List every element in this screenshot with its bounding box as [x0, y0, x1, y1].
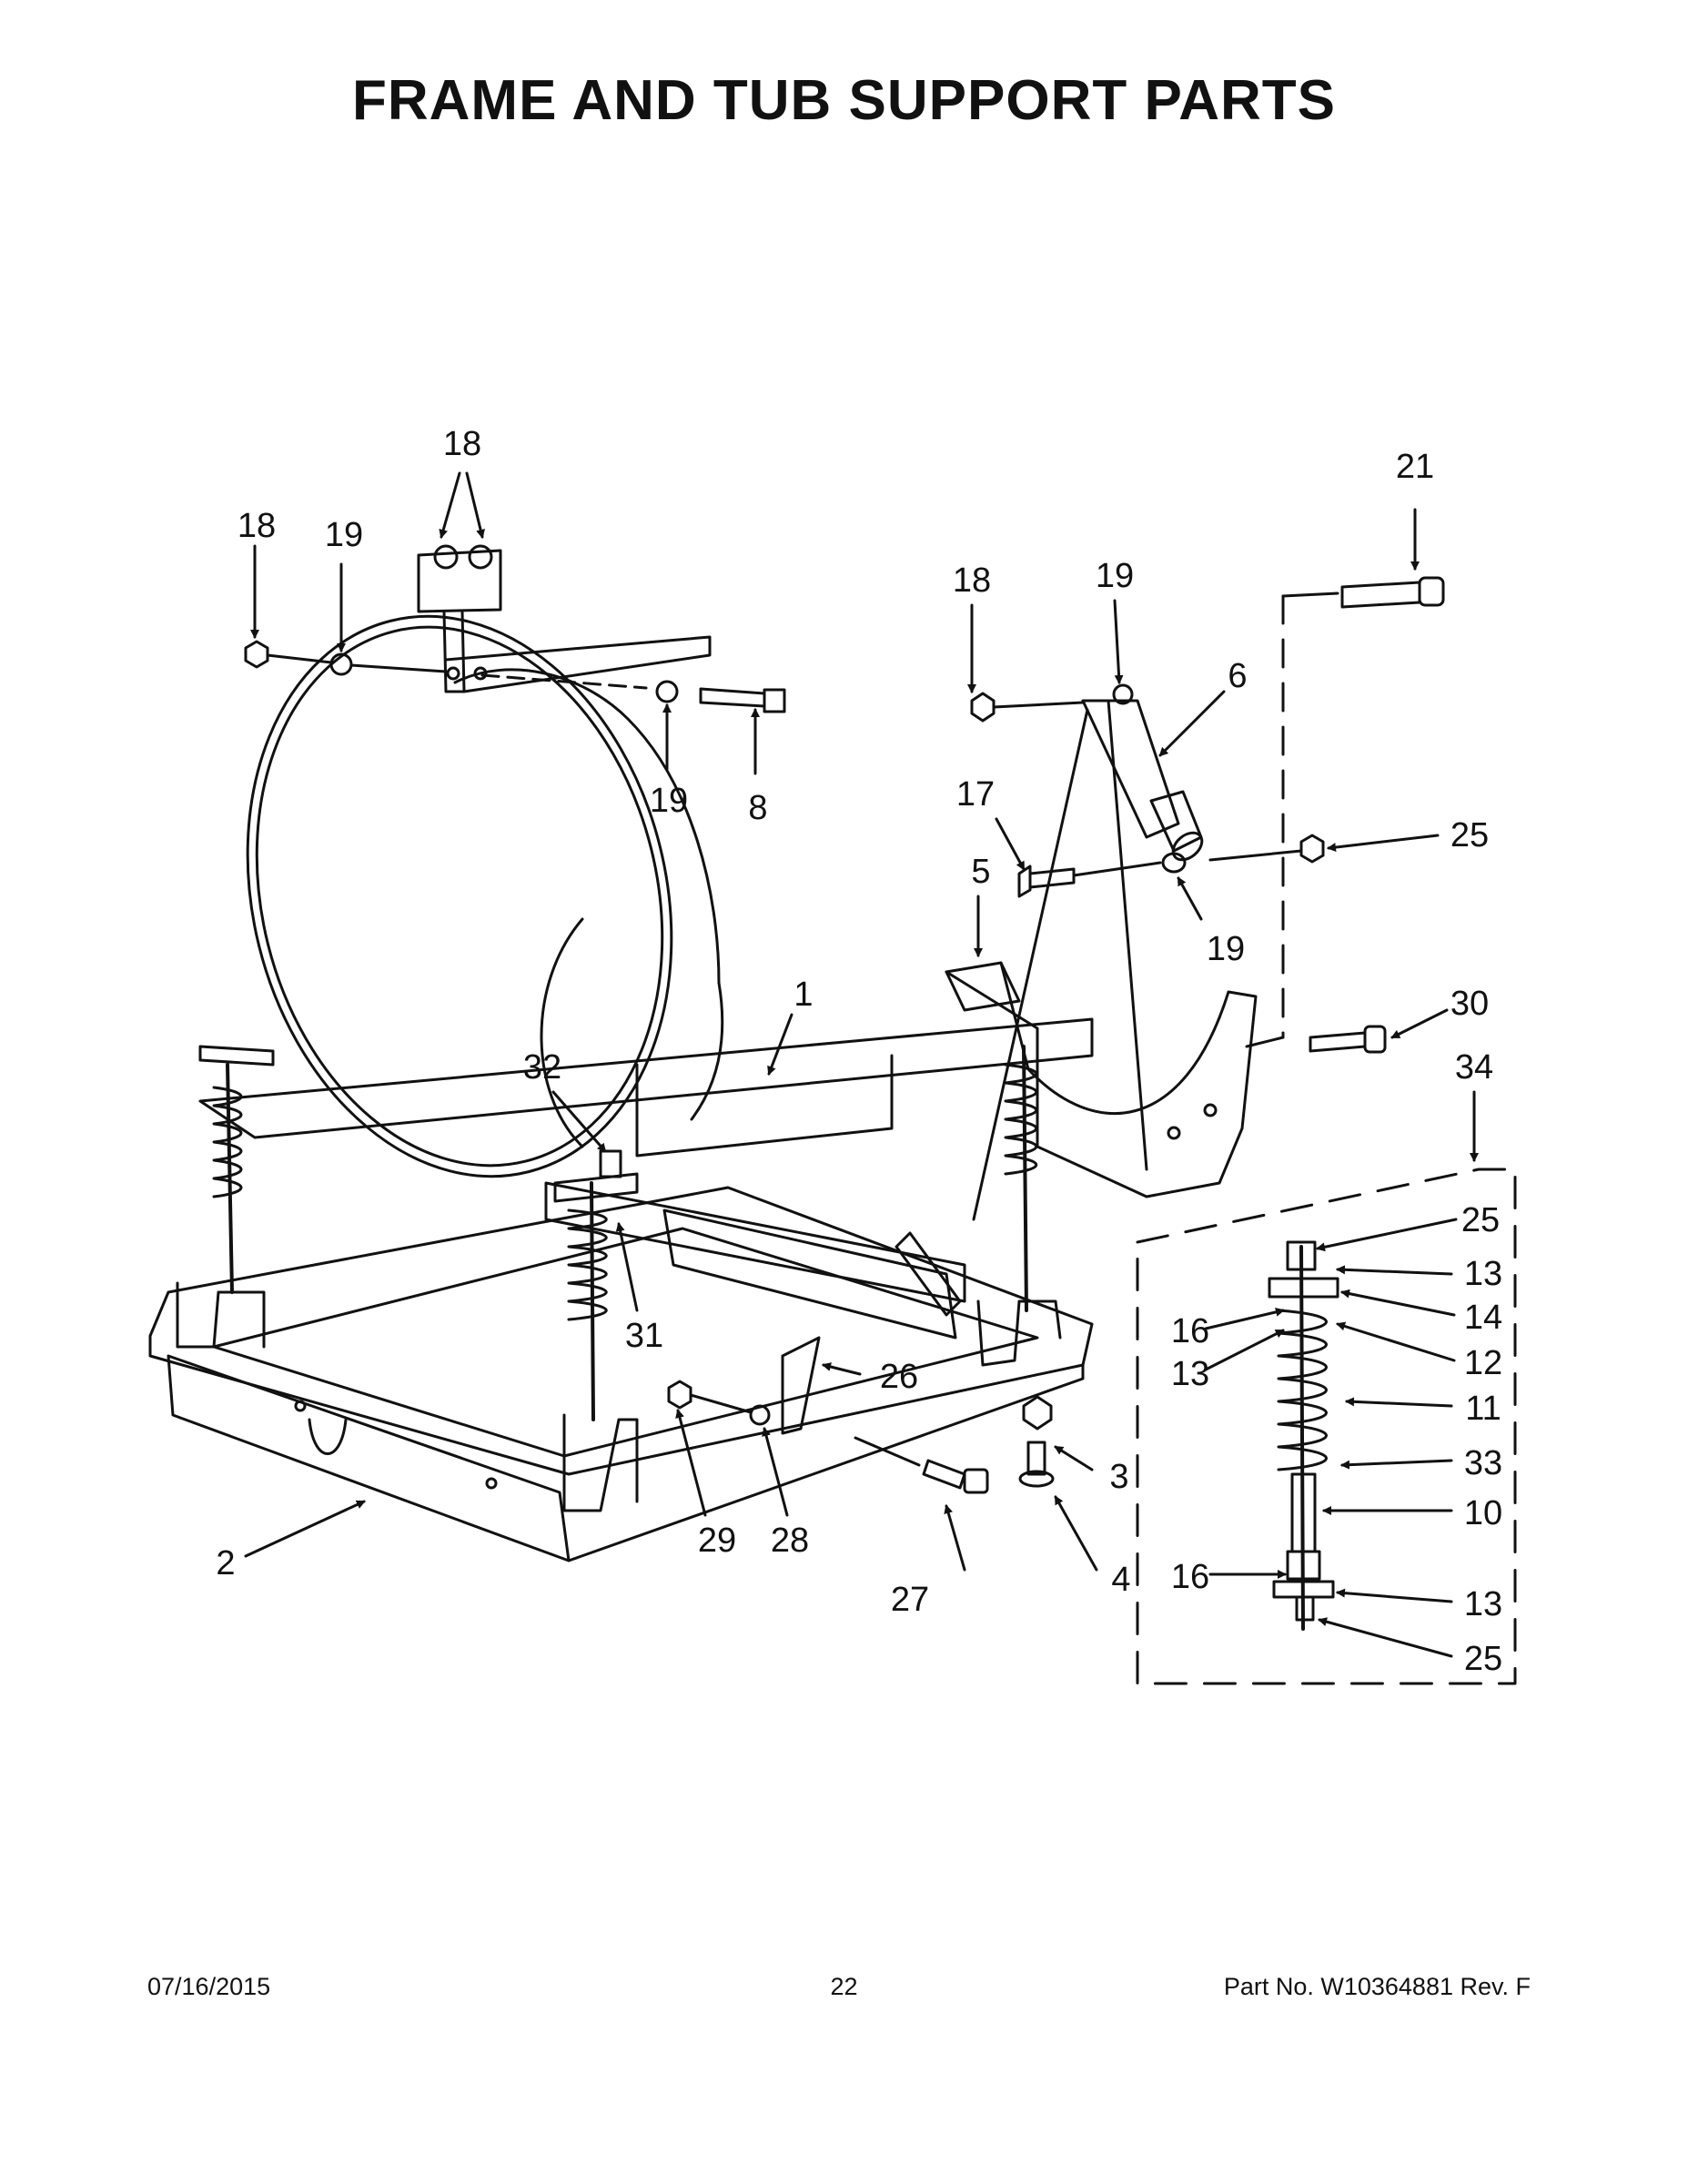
callout-26: 26 — [880, 1358, 918, 1396]
callout-1: 1 — [793, 976, 813, 1014]
callout-16: 16 — [1171, 1312, 1209, 1350]
footer-part-number: Part No. W10364881 Rev. F — [1223, 1973, 1531, 2000]
callout-25: 25 — [1464, 1640, 1502, 1678]
leader-arrows — [244, 471, 1479, 1658]
base-frame — [148, 1186, 1094, 1562]
page-title: FRAME AND TUB SUPPORT PARTS — [352, 69, 1336, 132]
callout-16: 16 — [1171, 1558, 1209, 1596]
callout-32: 32 — [523, 1048, 561, 1087]
callout-13: 13 — [1464, 1585, 1502, 1623]
callout-5: 5 — [971, 853, 990, 891]
callout-18: 18 — [238, 507, 276, 545]
callout-17: 17 — [956, 775, 995, 814]
shock-absorber — [895, 699, 1204, 1317]
callout-21: 21 — [1396, 448, 1434, 486]
front-support-bracket — [945, 961, 1258, 1198]
callout-34: 34 — [1455, 1048, 1493, 1087]
callout-3: 3 — [1109, 1458, 1128, 1496]
callout-8: 8 — [748, 789, 767, 827]
callout-25: 25 — [1450, 816, 1489, 854]
callout-4: 4 — [1111, 1561, 1130, 1599]
callout-31: 31 — [625, 1317, 663, 1355]
tub-support-drum — [246, 614, 894, 1178]
left-fasteners — [244, 640, 786, 713]
callout-19: 19 — [650, 782, 688, 820]
callout-6: 6 — [1228, 657, 1247, 695]
callout-11: 11 — [1465, 1390, 1501, 1428]
callout-29: 29 — [698, 1522, 736, 1560]
callout-30: 30 — [1450, 985, 1489, 1023]
callout-18: 18 — [953, 561, 991, 600]
callout-25: 25 — [1461, 1201, 1500, 1239]
cross-brace — [198, 1017, 1094, 1340]
callout-10: 10 — [1464, 1494, 1502, 1532]
top-bracket — [417, 544, 712, 693]
right-rear-spring — [976, 1045, 1062, 1367]
callout-18: 18 — [443, 425, 481, 463]
callout-13: 13 — [1171, 1355, 1209, 1393]
callout-19: 19 — [1207, 930, 1245, 968]
callout-14: 14 — [1464, 1299, 1502, 1337]
left-front-spring — [553, 1149, 639, 1512]
callout-2: 2 — [216, 1544, 235, 1582]
shock-fasteners — [970, 683, 1325, 898]
small-hardware — [667, 1336, 1055, 1494]
footer-date: 07/16/2015 — [147, 1973, 271, 2000]
callout-33: 33 — [1464, 1444, 1502, 1482]
footer-page-number: 22 — [830, 1973, 858, 2000]
callout-27: 27 — [891, 1581, 929, 1619]
callout-19: 19 — [325, 516, 363, 554]
callout-12: 12 — [1464, 1344, 1502, 1382]
callout-labels: 18 18 19 19 8 18 19 6 17 5 19 25 21 30 3… — [216, 425, 1502, 1678]
bolt-21-leader — [1245, 576, 1445, 1054]
callout-19: 19 — [1096, 557, 1134, 595]
left-rear-spring — [176, 1045, 275, 1349]
callout-13: 13 — [1464, 1255, 1502, 1293]
callout-28: 28 — [771, 1522, 809, 1560]
spring-assembly-detail — [1136, 1168, 1517, 1685]
